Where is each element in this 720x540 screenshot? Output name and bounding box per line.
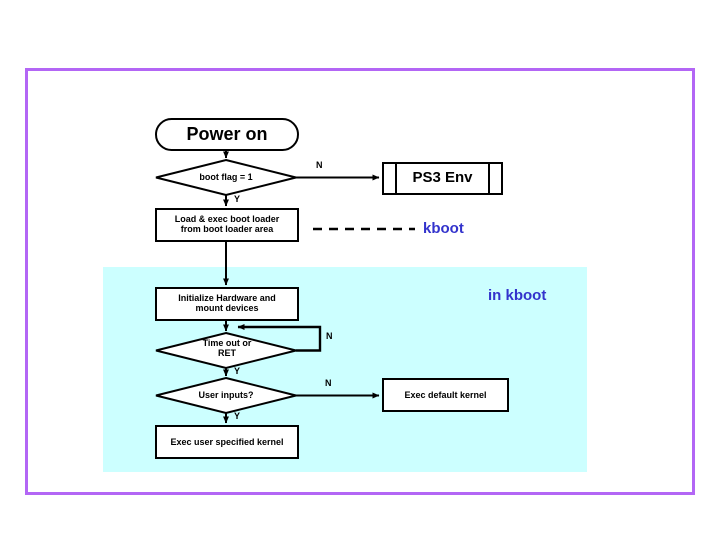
boot-flag-shape [155,158,297,197]
branch-label-userinputs-no: N [325,378,332,388]
load-exec-shape [155,208,299,242]
edge-timeout-no-feedback [237,324,322,352]
branch-label-bootflag-no: N [316,160,323,170]
slide-outer-frame [25,68,695,495]
branch-label-bootflag-yes: Y [234,194,241,204]
ps3-env-shape [382,162,503,195]
exec-user-kernel-shape [155,425,299,459]
in-kboot-annotation-label: in kboot [488,287,547,304]
user-inputs-shape [155,376,297,415]
branch-label-timeout-no: N [326,331,333,341]
timeout-ret-shape [155,331,297,370]
exec-default-kernel-shape [382,378,509,412]
kboot-annotation-label: kboot [423,220,464,237]
branch-label-userinputs-yes: Y [234,411,241,421]
branch-label-timeout-yes: Y [234,366,241,376]
init-hardware-shape [155,287,299,321]
power-on-shape [155,118,299,151]
